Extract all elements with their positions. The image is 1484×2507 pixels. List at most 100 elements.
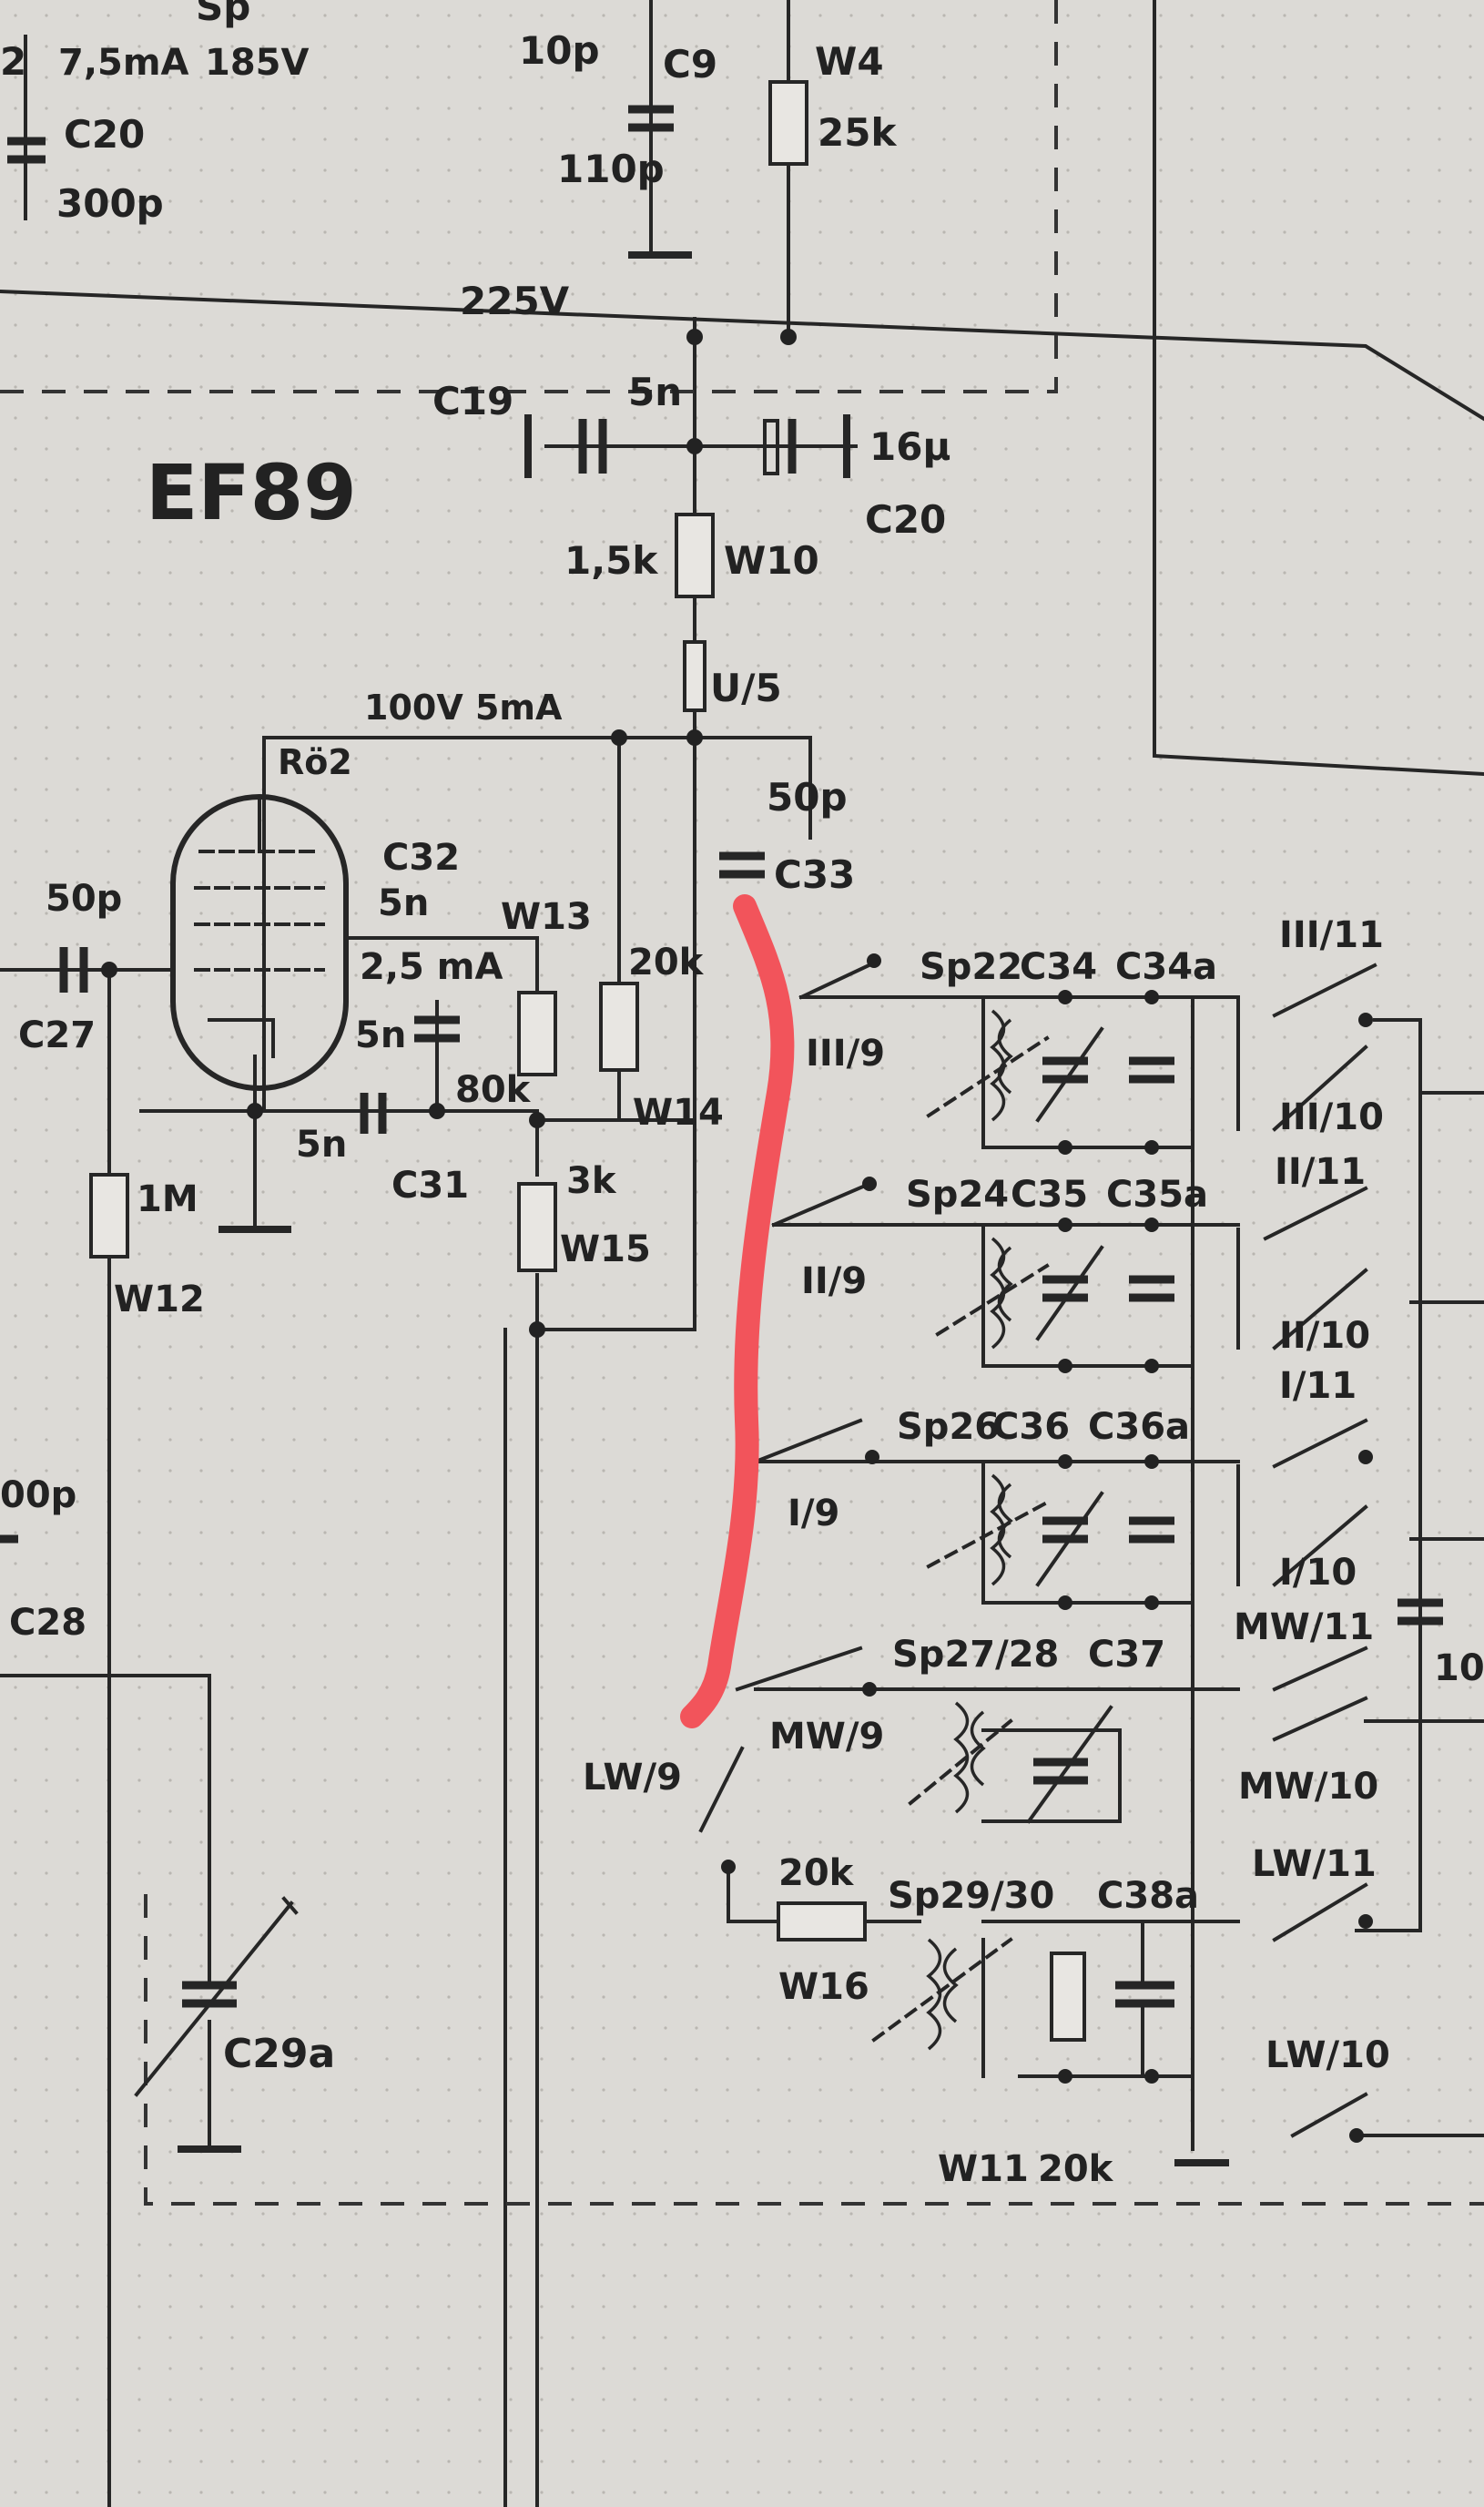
label-c20a: C20 (64, 112, 145, 157)
labels: Sp 2 7,5mA 185V C20 300p 10p C9 110p W4 … (0, 0, 1484, 2190)
capacitor-c33 (719, 851, 765, 879)
switch-lw9 (698, 1746, 745, 1874)
capacitor-100 (1398, 1598, 1443, 1625)
label-w15: W15 (560, 1228, 651, 1270)
label-w14: W14 (633, 1092, 724, 1134)
resistor-w11 (1050, 1952, 1086, 2042)
switch-i9 (753, 1418, 879, 1464)
label-w4-value: 25k (818, 110, 897, 155)
label-c37: C37 (1088, 1634, 1165, 1676)
label-w15-value: 3k (566, 1160, 617, 1202)
label-c9: C9 (663, 42, 717, 87)
label-c31-value: 5n (296, 1124, 347, 1166)
switch-ii10 (1272, 1268, 1368, 1350)
label-c35: C35 (1011, 1174, 1088, 1216)
junction-dots (101, 329, 1373, 2143)
label-screen-5n: 5n (355, 1014, 406, 1056)
label-sp29-30: Sp29/30 (888, 1875, 1054, 1917)
label-voltage-185: 185V (205, 42, 309, 84)
label-w4: W4 (815, 39, 884, 84)
label-w11-value: 20k (1038, 2148, 1114, 2190)
label-lw10: LW/10 (1265, 2034, 1390, 2076)
coil-group-sp27-28 (908, 1701, 1122, 1824)
label-iii9: III/9 (806, 1033, 885, 1075)
resistor-w13 (517, 991, 557, 1076)
label-c20a-value: 300p (56, 181, 164, 226)
label-ii11: II/11 (1275, 1151, 1366, 1193)
capacitor-c29a (134, 1896, 299, 2153)
label-mw10: MW/10 (1238, 1766, 1378, 1808)
label-c34a: C34a (1115, 946, 1217, 988)
label-c20: C20 (865, 497, 946, 542)
resistor-w16 (777, 1901, 867, 1941)
label-w13: W13 (501, 896, 592, 938)
label-i11: I/11 (1279, 1365, 1357, 1407)
switch-mw9 (735, 1646, 877, 1697)
label-i9: I/9 (788, 1493, 839, 1534)
label-c35a: C35a (1106, 1174, 1208, 1216)
label-c32-value: 5n (378, 882, 429, 924)
label-c38a: C38a (1097, 1875, 1199, 1917)
label-c31: C31 (391, 1165, 469, 1207)
coil-group-sp26 (926, 1473, 1174, 1587)
label-w16-value: 20k (778, 1852, 855, 1894)
label-c29a: C29a (223, 2031, 335, 2077)
label-iii10: III/10 (1279, 1096, 1384, 1138)
label-c19-value: 5n (628, 370, 682, 414)
label-c19: C19 (432, 379, 513, 423)
label-sp22: Sp22 (920, 946, 1022, 988)
label-w12: W12 (114, 1279, 205, 1320)
shield-outline (0, 0, 1484, 2206)
capacitor-c27 (59, 947, 88, 993)
label-c9-value: 10p (519, 28, 600, 73)
switch-i10 (1272, 1504, 1368, 1587)
label-c28: C28 (9, 1602, 86, 1644)
label-lw11: LW/11 (1252, 1843, 1377, 1885)
label-sp: Sp (196, 0, 250, 29)
label-c28-value: 00p (0, 1474, 76, 1516)
switch-i11 (1272, 1418, 1368, 1469)
label-rail-225v: 225V (460, 279, 570, 323)
resistor-w15 (517, 1182, 557, 1272)
label-c34: C34 (1020, 946, 1097, 988)
coil-group-sp29-30 (871, 1920, 1174, 2078)
label-c33: C33 (774, 852, 855, 897)
label-ii9: II/9 (801, 1260, 867, 1302)
label-u5: U/5 (710, 666, 782, 710)
label-ii10: II/10 (1279, 1315, 1370, 1357)
switch-iii11 (1272, 963, 1377, 1018)
label-c32: C32 (382, 837, 460, 879)
resistor-w14 (599, 982, 639, 1072)
label-c9-value2: 110p (557, 147, 665, 191)
label-w11: W11 (938, 2148, 1029, 2190)
label-sp24: Sp24 (906, 1174, 1009, 1216)
label-mw11: MW/11 (1234, 1606, 1374, 1648)
capacitor-c9 (628, 105, 692, 259)
capacitor-c32 (414, 1015, 460, 1043)
switch-mw11 (1272, 1646, 1368, 1692)
switch-ii9 (771, 1177, 877, 1228)
coil-group-sp22 (926, 1009, 1174, 1123)
label-w16: W16 (778, 1966, 869, 2008)
label-100: 100 (1434, 1647, 1484, 1689)
label-w10: W10 (724, 538, 819, 583)
label-w12-value: 1M (137, 1178, 198, 1220)
capacitor-c20 (763, 414, 850, 478)
label-c20-value: 16µ (869, 424, 950, 469)
coil-group-sp24 (935, 1237, 1174, 1350)
capacitor-c20a (7, 137, 46, 164)
label-current-75: 7,5mA (58, 42, 189, 84)
resistor-w12 (89, 1173, 129, 1259)
label-two: 2 (0, 39, 26, 84)
label-c36a: C36a (1088, 1406, 1190, 1448)
label-w13-value: 80k (455, 1069, 532, 1111)
annotation-red-stroke (680, 894, 795, 1728)
resistor-w4 (768, 80, 808, 166)
resistor-w10 (675, 513, 715, 598)
label-iii11: III/11 (1279, 914, 1384, 956)
switch-ii11 (1263, 1186, 1368, 1241)
switch-mw10 (1272, 1696, 1368, 1742)
label-lw9: LW/9 (583, 1757, 682, 1799)
